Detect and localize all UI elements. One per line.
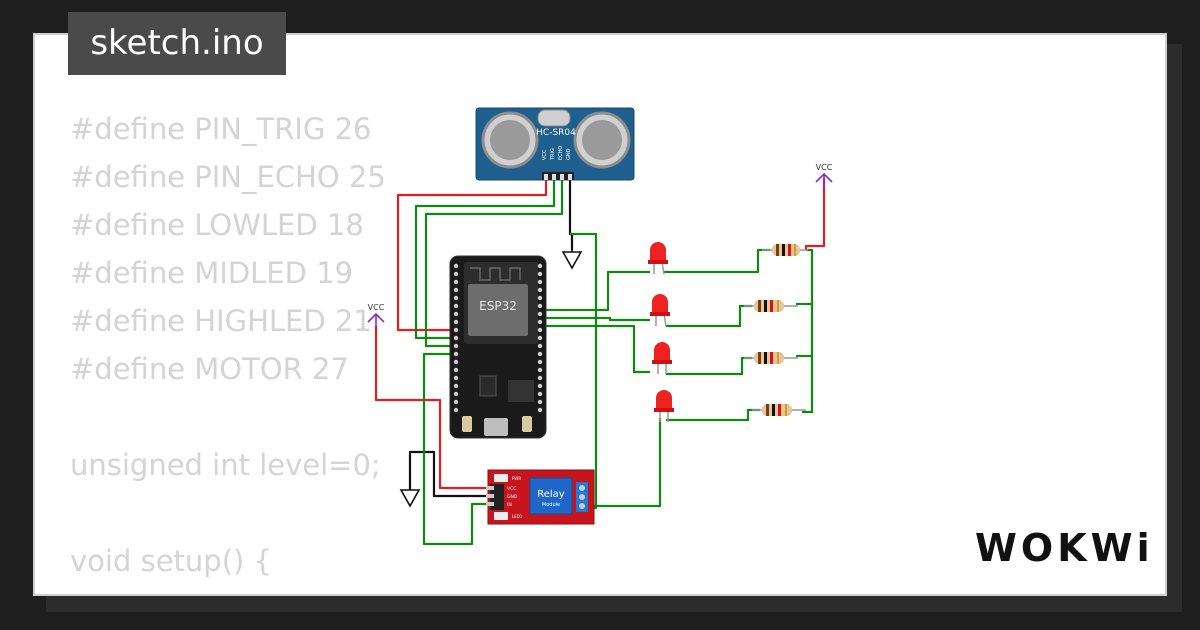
code-line: void setup() { [70,544,272,578]
wire-led-2 [542,316,650,322]
wire-trig [414,180,556,340]
wire-vcc-relay [374,326,490,490]
wire-res-4 [666,408,760,422]
code-editor: #define PIN_TRIG 26 #define PIN_ECHO 25 #d… [70,105,505,594]
code-line: #define MIDLED 19 [70,256,354,290]
wire-led-3 [542,324,650,374]
esp32-board[interactable]: ESP32 [449,255,547,439]
code-line: pinMode(LOWLED, OUTPUT); [70,585,504,594]
code-line: #define LOWLED 18 [70,208,364,242]
wire-relay-com [570,232,598,510]
sensor-label: HC-SR04 [536,128,576,138]
vcc-label: VCC [816,163,833,172]
relay-pin-label: VCC [507,486,516,492]
led-red[interactable] [650,294,670,327]
wire-relay-in [422,352,490,546]
relay-led-label: LED1 [512,514,523,519]
relay-pin-label: IN [507,502,512,508]
led-red[interactable] [648,242,668,275]
relay-pin-label: GND [507,494,518,500]
wire-res-2 [666,304,752,328]
sensor-pin-label: VCC [542,149,548,160]
resistor[interactable] [744,352,798,364]
resistor[interactable] [744,300,798,312]
wire-res-1 [664,248,770,274]
resistor[interactable] [762,244,808,256]
wire-echo [424,180,564,348]
code-line: unsigned int level=0; [70,448,381,482]
ultrasonic-sensor[interactable]: HC-SR04 VCC TRIG ECHO GND [475,107,635,181]
led-red[interactable] [654,390,674,422]
ground-symbol[interactable] [561,238,583,270]
vcc-symbol[interactable]: VCC [367,303,385,328]
relay-label: Relay [537,489,565,500]
wire-led-4 [594,418,662,508]
wire-vcc-leds [804,178,826,250]
led-red[interactable] [652,342,672,374]
code-line: #define PIN_TRIG 26 [70,112,372,146]
vcc-label: VCC [368,303,385,312]
sensor-pin-label: TRIG [550,148,556,161]
resistor[interactable] [752,404,806,416]
wire-led-1 [542,270,650,312]
vcc-symbol[interactable]: VCC [815,163,833,188]
ground-symbol[interactable] [399,476,421,508]
code-line: #define PIN_ECHO 25 [70,160,386,194]
wire-res-3 [666,356,752,376]
relay-module[interactable]: PWR LED1 VCC GND IN Relay Module [486,469,595,525]
relay-sublabel: Module [542,502,560,508]
wire-gnd-relay [408,450,490,498]
code-line: #define HIGHLED 21 [70,304,372,338]
wokwi-logo: WOKWi [975,526,1154,570]
sensor-pin-label: GND [566,148,572,160]
wire-bus [802,248,814,414]
mcu-label: ESP32 [479,299,517,313]
sensor-pin-label: ECHO [558,146,564,160]
code-line: #define MOTOR 27 [70,352,349,386]
relay-led-label: PWR [512,476,521,481]
file-tab[interactable]: sketch.ino [68,12,286,75]
